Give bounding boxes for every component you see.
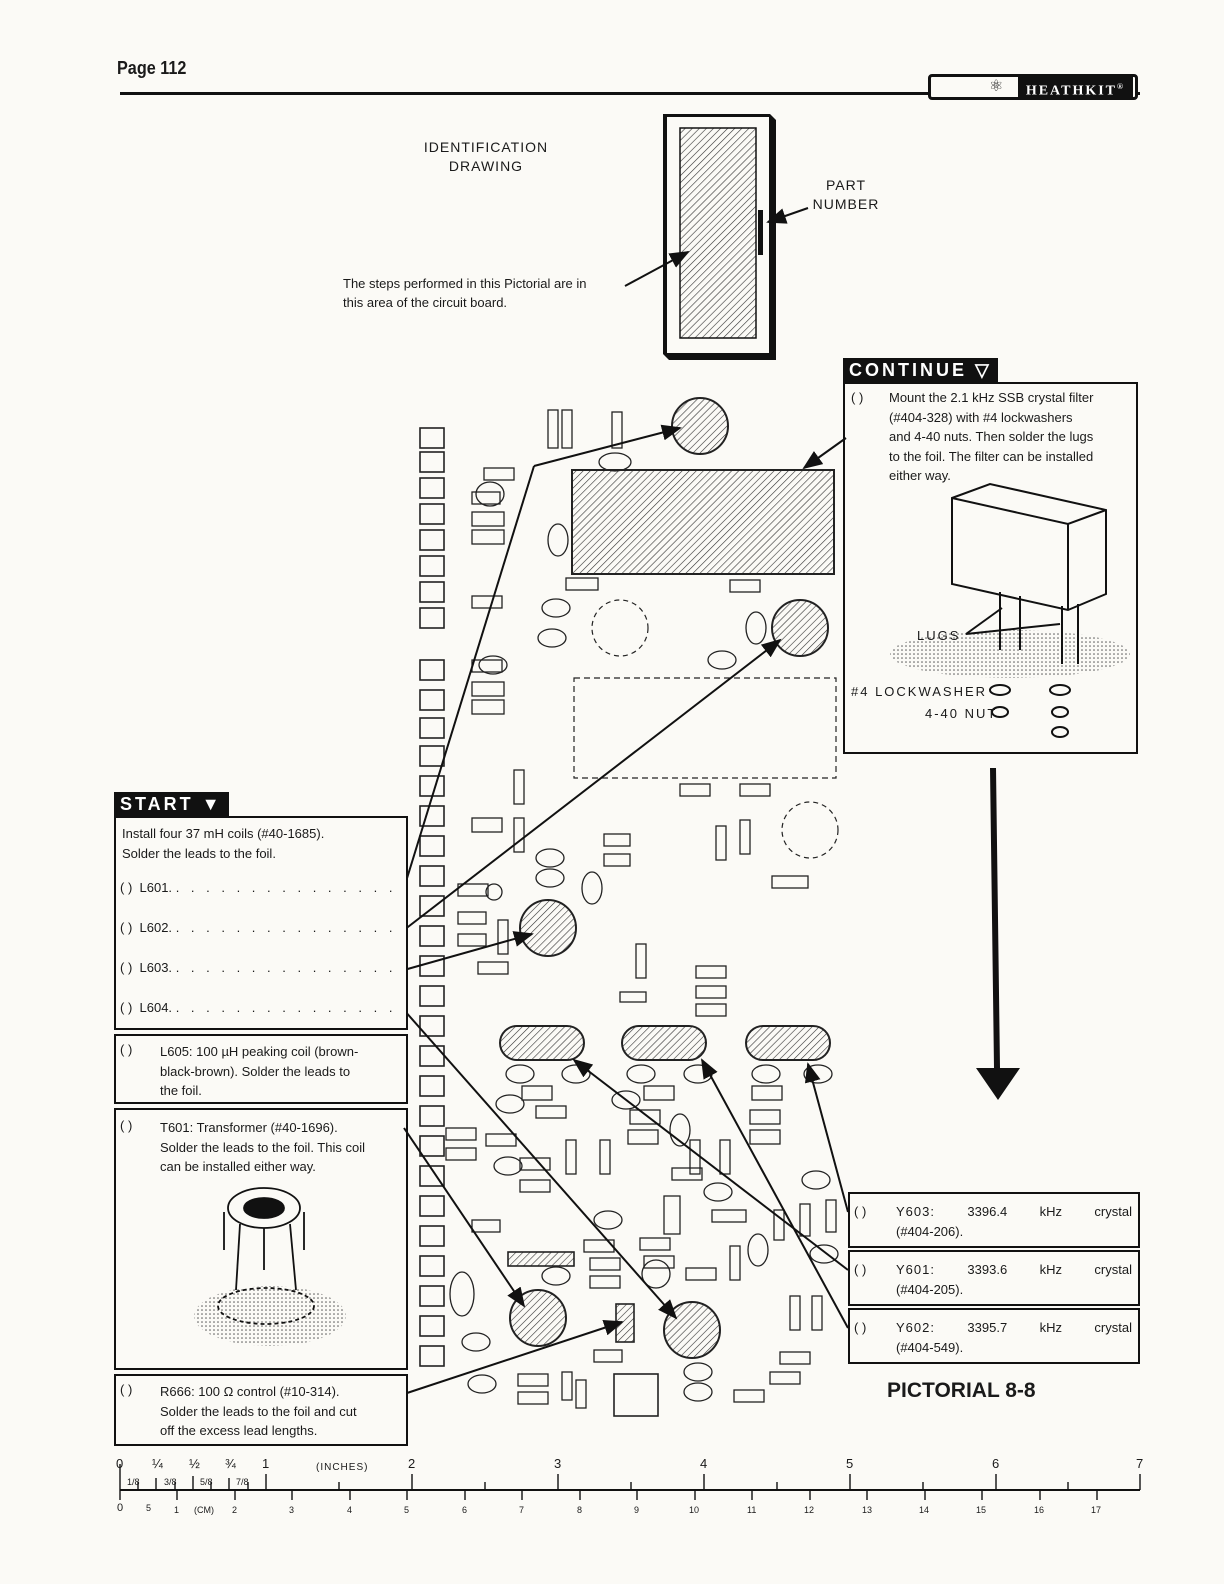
ruler-label: 6 [462,1505,468,1515]
l605-box: ( ) L605: 100 µH peaking coil (brown-bla… [114,1034,408,1104]
crystal-filter-illustration [890,482,1130,738]
ruler-label: 2 [408,1456,416,1471]
transformer-illustration [194,1187,346,1346]
pictorial-label: PICTORIAL 8-8 [887,1379,1036,1402]
ruler-label: 15 [976,1505,987,1515]
ruler-label: 16 [1034,1505,1045,1515]
atom-icon: ⚛ [989,78,1004,95]
ruler-label: 12 [804,1505,815,1515]
chevron-down-icon: ▽ [975,360,992,380]
ruler-label: 5 [146,1503,152,1513]
t601-box: ( ) T601: Transformer (#40-1696).Solder … [114,1108,408,1370]
start-tag: START ▼ [114,792,229,816]
lockwasher-label: #4 LOCKWASHER [851,684,988,699]
ruler-cm-unit: (CM) [194,1505,214,1515]
checkbox-r666[interactable]: ( ) [120,1382,133,1397]
ruler-label: 10 [689,1505,700,1515]
down-arrow [976,768,1020,1100]
ruler-label: 8 [577,1505,583,1515]
checkbox-l605[interactable]: ( ) [120,1042,133,1057]
ruler-label: 3 [554,1456,562,1471]
part-number-label: PART NUMBER [812,177,880,212]
page-number: Page 112 [117,58,187,78]
continue-instructions: Mount the 2.1 kHz SSB crystal filter (#4… [889,390,1094,483]
ruler-label: 13 [862,1505,873,1515]
ruler-label: 1/8 [127,1477,140,1487]
arrow-down-icon: ▼ [201,794,223,814]
identification-title: IDENTIFICATION DRAWING [423,139,549,174]
edge-connector [419,427,445,1367]
ruler-label: 4 [347,1505,353,1515]
coil-step-l602[interactable]: ( ) L602. . . . . . . . . . . . . . . . [120,920,397,935]
ruler [119,1464,1141,1500]
continue-tag: CONTINUE ▽ [843,358,998,382]
ruler-label: 7 [1136,1456,1144,1471]
coil-step-l601[interactable]: ( ) L601. . . . . . . . . . . . . . . . [120,880,397,895]
nut-label: 4-40 NUT [925,706,998,721]
ruler-label: 1 [174,1505,180,1515]
ruler-label: 7 [519,1505,525,1515]
ruler-label: 3 [289,1505,295,1515]
ruler-label: 2 [232,1505,238,1515]
start-box: Install four 37 mH coils (#40-1685). Sol… [114,816,408,1030]
logo-text: HEATHKIT® [1017,76,1133,99]
ruler-label: 17 [1091,1505,1102,1515]
checkbox-y602[interactable]: ( ) [854,1320,867,1335]
coil-step-l604[interactable]: ( ) L604. . . . . . . . . . . . . . . . [120,1000,397,1015]
heathkit-logo: ⚛ HEATHKIT® [928,74,1138,100]
start-intro: Install four 37 mH coils (#40-1685). Sol… [122,826,325,861]
header-rule [120,92,1140,95]
coil-step-l603[interactable]: ( ) L603. . . . . . . . . . . . . . . . [120,960,397,975]
continue-box: ( ) Mount the 2.1 kHz SSB crystal filter… [843,382,1138,754]
ruler-label: 3/8 [164,1477,177,1487]
ruler-label: 14 [919,1505,930,1515]
t601-text: T601: Transformer (#40-1696).Solder the … [160,1120,365,1174]
l605-text: L605: 100 µH peaking coil (brown-black-b… [160,1044,359,1098]
ruler-label: 9 [634,1505,640,1515]
ruler-label: 0 [117,1502,124,1514]
ruler-label: 5 [404,1505,410,1515]
ruler-label: ¼ [152,1456,163,1471]
checkbox-filter[interactable]: ( ) [851,390,864,405]
checkbox-y603[interactable]: ( ) [854,1204,867,1219]
ruler-label: 1 [262,1456,270,1471]
identification-board [624,114,809,360]
checkbox-y601[interactable]: ( ) [854,1262,867,1277]
circuit-board [419,397,839,1417]
ruler-inch-unit: (INCHES) [316,1462,369,1473]
ruler-label: ½ [189,1456,200,1471]
pointer-lines [403,424,849,1395]
ruler-label: 11 [747,1505,757,1515]
r666-text: R666: 100 Ω control (#10-314).Solder the… [160,1384,357,1438]
ruler-label: 5 [846,1456,854,1471]
ruler-label: 6 [992,1456,1000,1471]
ruler-label: 5/8 [200,1477,213,1487]
r666-box: ( ) R666: 100 Ω control (#10-314).Solder… [114,1374,408,1446]
identification-note: The steps performed in this Pictorial ar… [343,276,587,310]
ruler-label: 4 [700,1456,708,1471]
lugs-label: LUGS [917,628,961,643]
ruler-label: ¾ [225,1456,236,1471]
ruler-label: 0 [116,1456,124,1471]
ruler-label: 7/8 [236,1477,249,1487]
checkbox-t601[interactable]: ( ) [120,1118,133,1133]
